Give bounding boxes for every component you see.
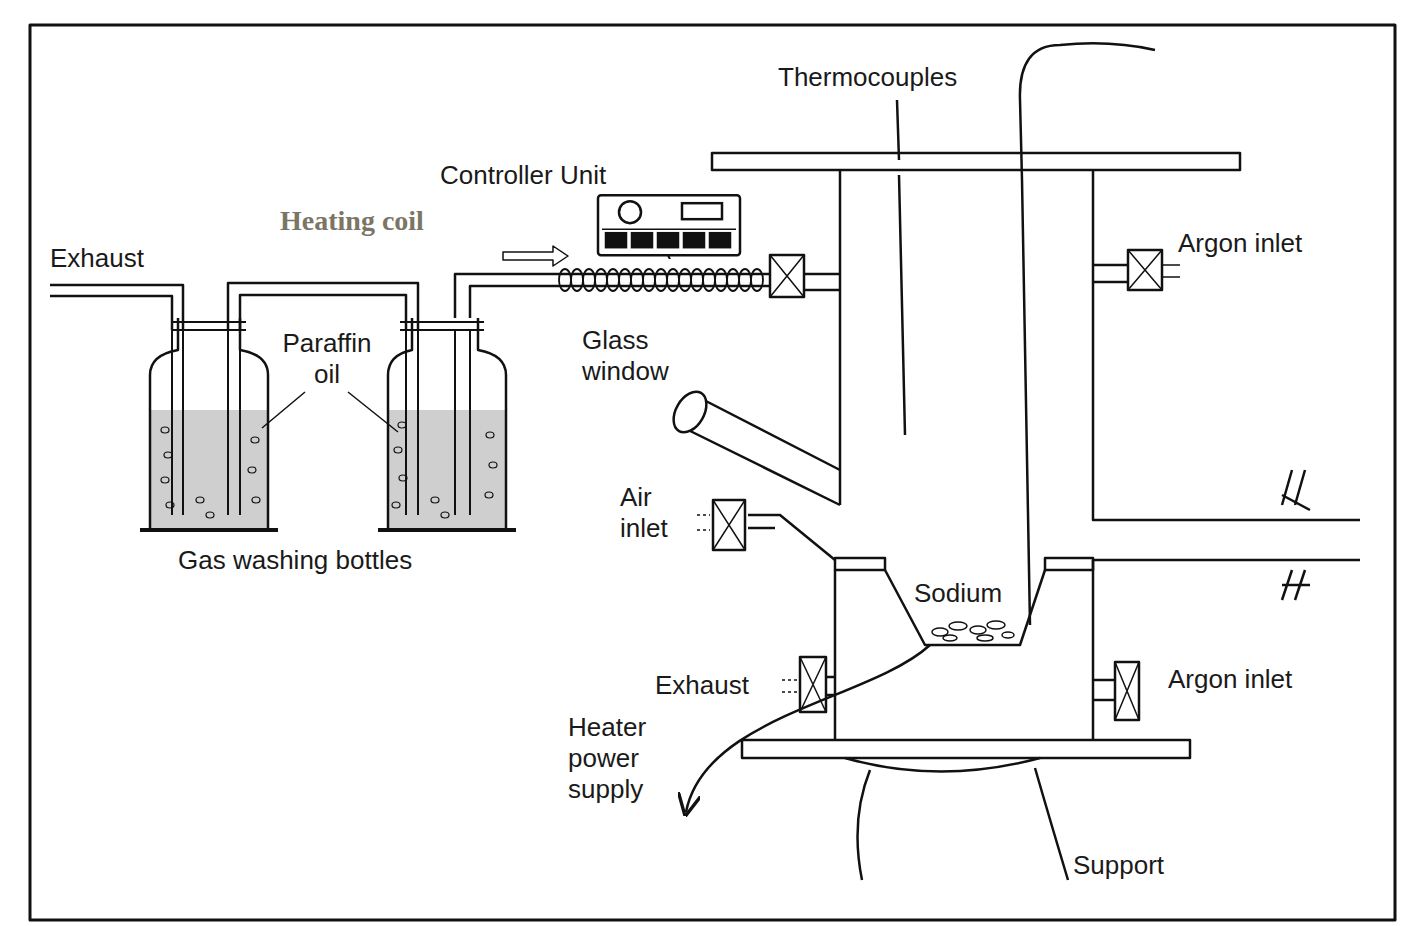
- exhaust-label: Exhaust: [50, 243, 144, 274]
- bubble: [398, 422, 406, 428]
- controller-key: [710, 233, 730, 247]
- bubble: [441, 512, 449, 518]
- side-pipe: [1093, 559, 1360, 562]
- vessel-wall: [1093, 170, 1360, 520]
- coil-turn: [703, 269, 715, 291]
- device-label: Controller Unit: [440, 160, 744, 191]
- gas-washing-bottle: [140, 318, 278, 530]
- vessel-wall: [839, 170, 842, 505]
- coil-turn: [715, 269, 727, 291]
- coil-turn: [739, 269, 751, 291]
- coil-turn: [643, 269, 655, 291]
- controller-key: [606, 233, 626, 247]
- coil-turn: [655, 269, 667, 291]
- controller-key: [632, 233, 652, 247]
- bubble: [161, 427, 169, 433]
- support: [845, 758, 1040, 772]
- support-label: Support: [1073, 850, 1164, 881]
- bubble: [166, 502, 174, 508]
- window-label: Glass window: [582, 325, 707, 387]
- coil-turn: [631, 269, 643, 291]
- bubble: [394, 447, 402, 453]
- coil-turn: [619, 269, 631, 291]
- coil-label: Heating coil: [280, 204, 424, 238]
- coil-turn: [571, 269, 583, 291]
- thermocouple-label: Thermocouples: [778, 62, 957, 93]
- valve: [1115, 662, 1139, 720]
- coil-turn: [679, 269, 691, 291]
- break-mark: [1282, 470, 1310, 510]
- thermocouple: [897, 100, 905, 435]
- controller-lead: [661, 255, 670, 259]
- bubble: [486, 432, 494, 438]
- support-legs: [858, 768, 1069, 880]
- bubble: [485, 492, 493, 498]
- bubble: [206, 512, 214, 518]
- coil-turn: [751, 269, 763, 291]
- coil-turn: [607, 269, 619, 291]
- bubble: [489, 462, 497, 468]
- sodium-pile: [932, 621, 1014, 641]
- power-label: Heater power supply: [568, 712, 676, 806]
- flange: [835, 558, 885, 570]
- link-tube: [228, 283, 418, 330]
- controller-key: [684, 233, 704, 247]
- bubble: [196, 497, 204, 503]
- top-plate: [712, 153, 1240, 170]
- bubble: [399, 475, 407, 481]
- inlet-label: Argon inlet: [1178, 228, 1302, 259]
- bubble: [252, 497, 260, 503]
- vessel-wall: [835, 560, 1093, 740]
- coil-turn: [595, 269, 607, 291]
- valve: [770, 255, 804, 297]
- controller-dial: [619, 201, 641, 223]
- controller-unit: Controller Unit: [440, 160, 744, 259]
- bubble: [431, 497, 439, 503]
- heating-coil: [559, 269, 763, 291]
- exhaust-label: Exhaust: [655, 670, 749, 701]
- bubble: [251, 437, 259, 443]
- oil-label: Paraffin oil: [268, 328, 386, 390]
- air-pipe: [748, 515, 835, 560]
- bubbles: [161, 422, 497, 518]
- bubble: [392, 502, 400, 508]
- break-mark: [1282, 570, 1310, 600]
- bubble: [164, 452, 172, 458]
- inlet-label: Air inlet: [620, 482, 692, 544]
- controller-housing: [598, 195, 740, 255]
- coil-turn: [691, 269, 703, 291]
- sodium-crucible: [885, 570, 1045, 645]
- air-pipe: [748, 527, 775, 530]
- exhaust-tube: [50, 285, 183, 330]
- flange: [1045, 558, 1093, 570]
- controller-key: [658, 233, 678, 247]
- bottom-plate: [742, 740, 1190, 758]
- thermocouple: [1020, 43, 1155, 625]
- coil-turn: [559, 269, 571, 291]
- valve: [1128, 250, 1162, 290]
- coil-turn: [583, 269, 595, 291]
- valve: [713, 500, 745, 550]
- exhaust-pipe: [455, 274, 770, 318]
- coil-turn: [667, 269, 679, 291]
- controller-display: [682, 203, 722, 219]
- frame: [30, 25, 1395, 920]
- pointer-arrow: [503, 246, 568, 266]
- sodium-label: Sodium: [914, 578, 1002, 609]
- gas-washing-bottle: [378, 318, 516, 530]
- leader-line: [262, 392, 398, 432]
- bubble: [248, 467, 256, 473]
- coil-turn: [727, 269, 739, 291]
- bottle-label: Gas washing bottles: [178, 545, 412, 576]
- glass-window: [667, 386, 713, 438]
- bubble: [161, 477, 169, 483]
- inlet-label: Argon inlet: [1168, 664, 1292, 695]
